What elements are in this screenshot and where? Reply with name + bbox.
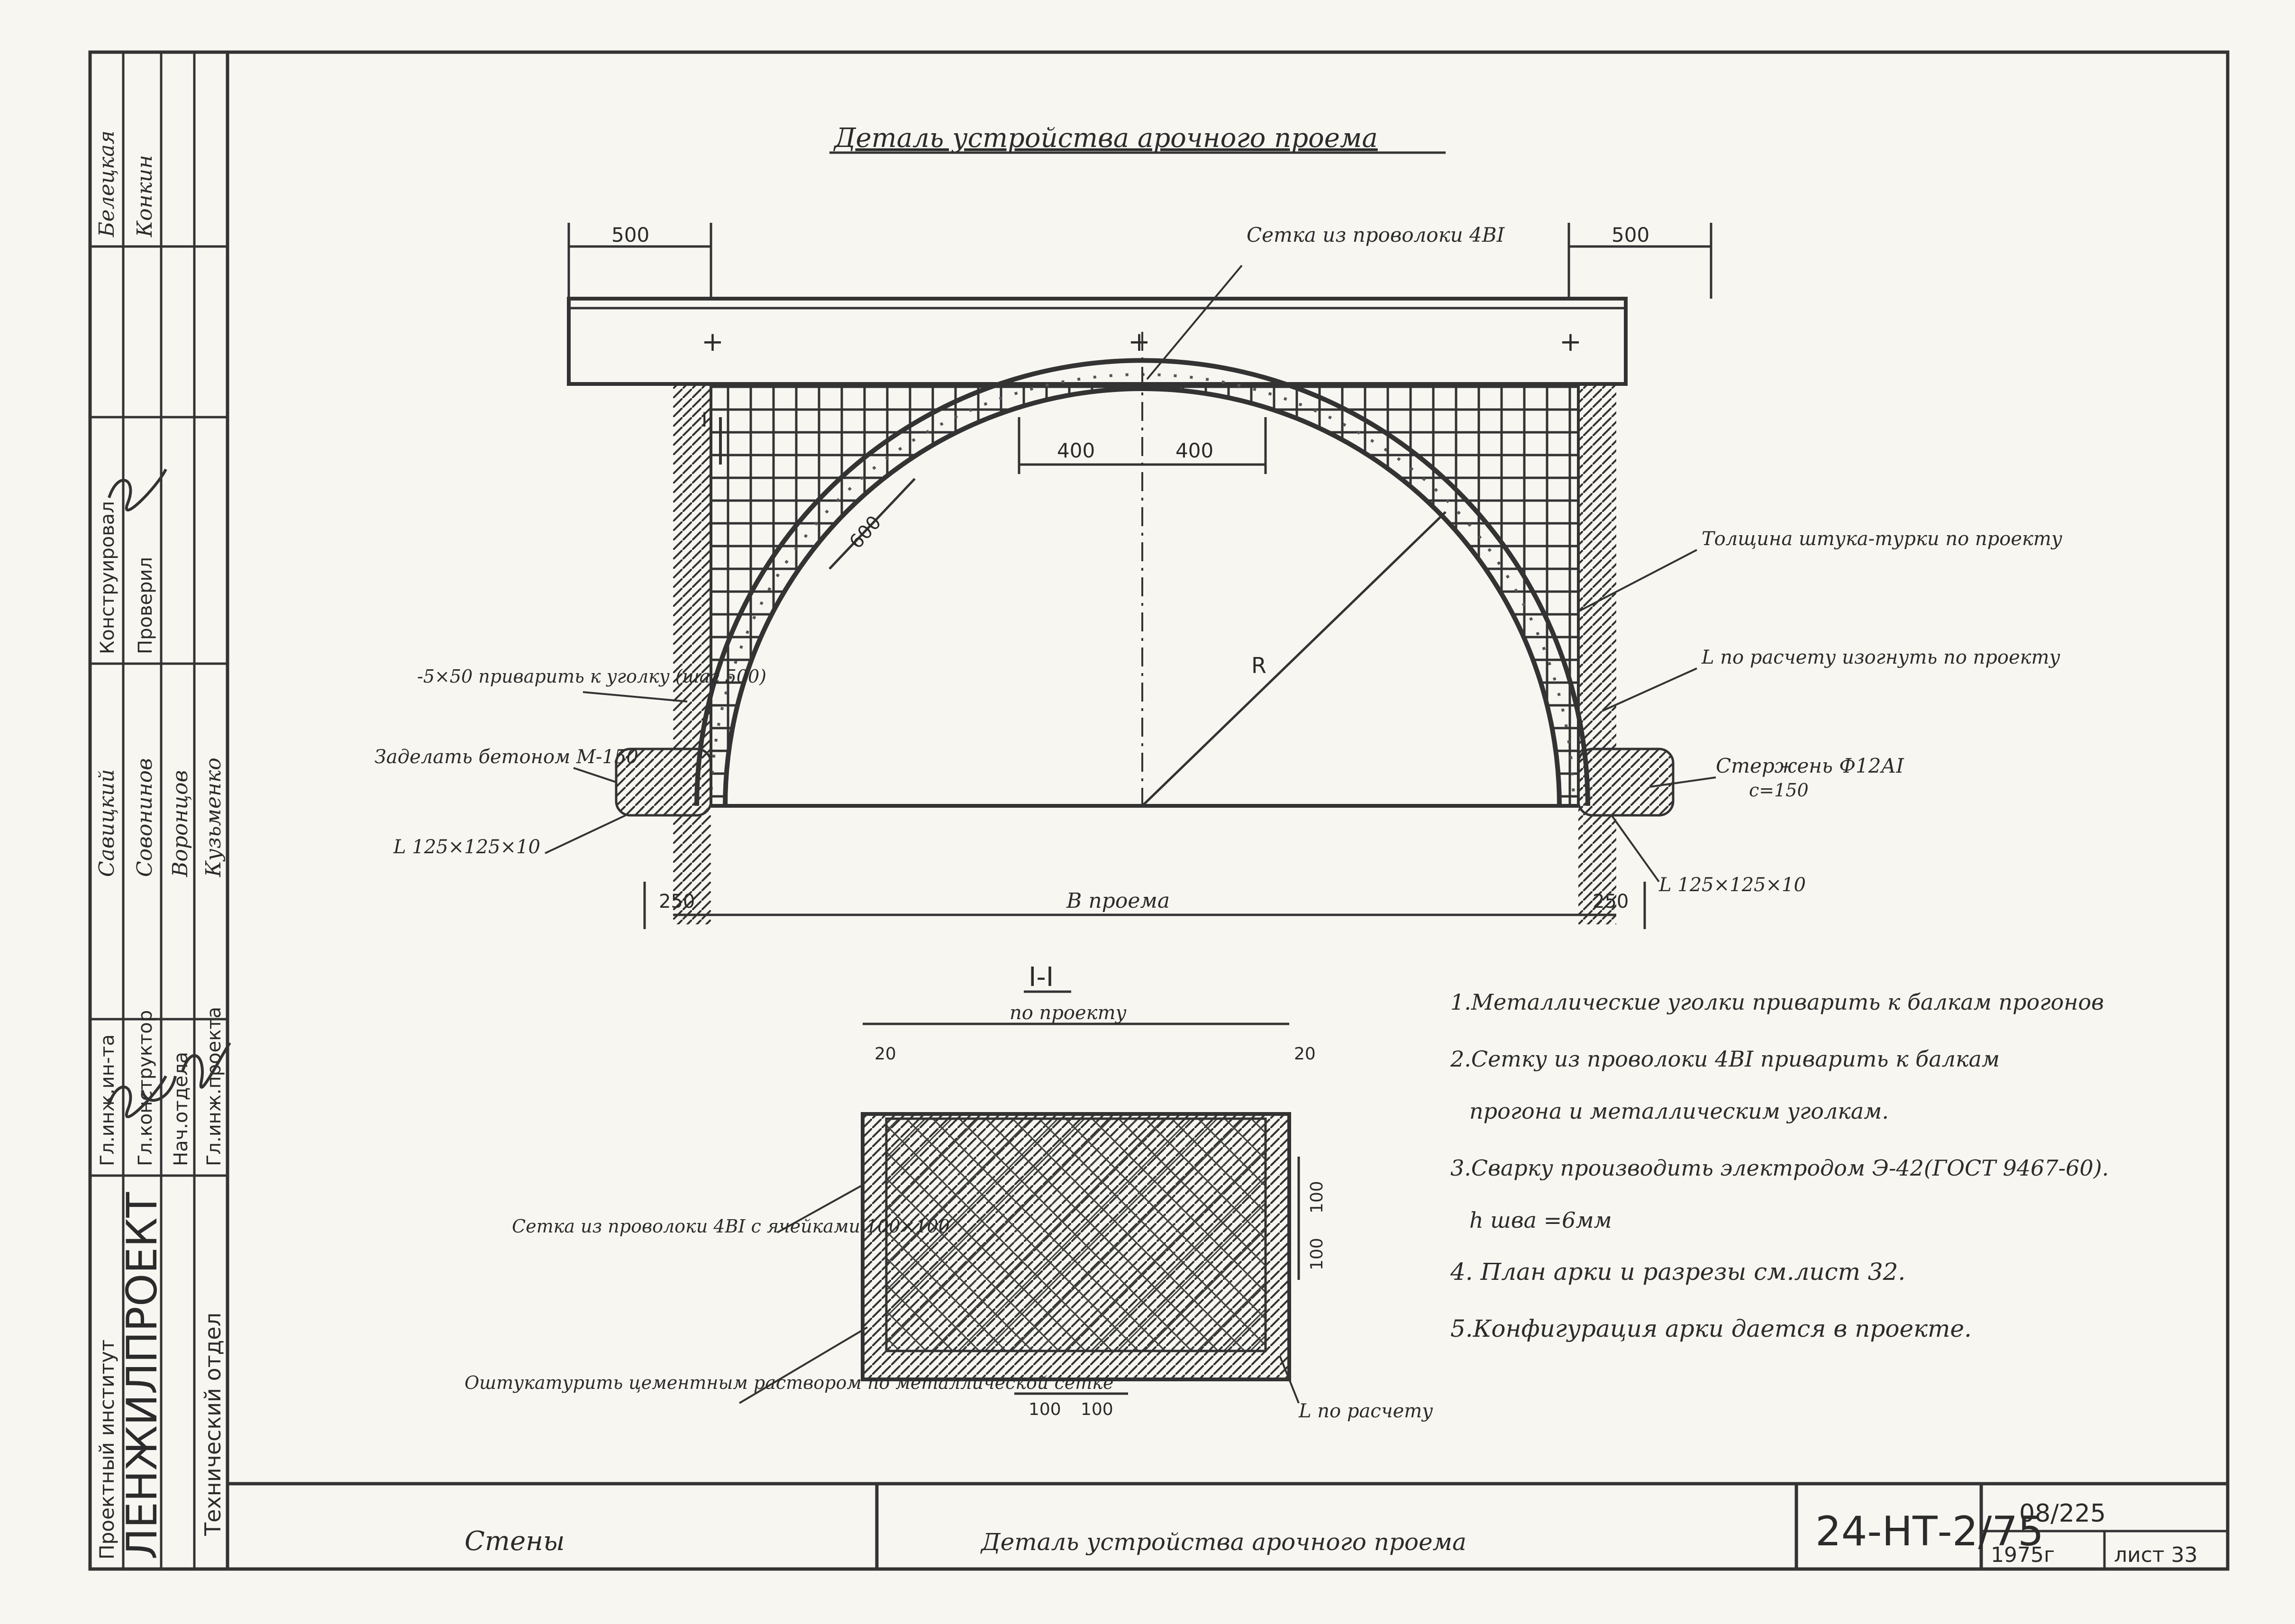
mesh-infill bbox=[710, 383, 1580, 807]
label-strip: -5×50 приварить к уголку (шаг 500) bbox=[417, 666, 766, 687]
signature bbox=[108, 468, 167, 511]
dim-100-d: 100 bbox=[1307, 1238, 1327, 1270]
side-stamp: Проектный институт ЛЕНЖИЛПРОЕКТ Техничес… bbox=[90, 52, 231, 1569]
radius-label: R bbox=[1251, 653, 1266, 678]
role-chief-engineer: Гл.инж.ин-та bbox=[97, 1034, 118, 1166]
role-designed: Конструировал bbox=[97, 501, 118, 654]
section-label-angle: L по расчету bbox=[1298, 1400, 1433, 1422]
svg-text:+: + bbox=[701, 327, 724, 357]
section-mesh bbox=[885, 1117, 1267, 1352]
dim-100-a: 100 bbox=[1029, 1400, 1061, 1419]
label-rod: Стержень Ф12АI bbox=[1716, 754, 1904, 777]
dim-250-right: 250 bbox=[1593, 891, 1629, 912]
title-block-name: Деталь устройства арочного проема bbox=[980, 1528, 1466, 1556]
signature bbox=[108, 1075, 177, 1118]
title-block-code: 24-НТ-2/75 bbox=[1815, 1508, 2044, 1555]
note-6: 4. План арки и разрезы см.лист 32. bbox=[1450, 1258, 1905, 1286]
right-wall bbox=[1578, 384, 1616, 924]
name-3: Воронцов bbox=[168, 770, 192, 877]
note-4: 3.Сварку производить электродом Э-42(ГОС… bbox=[1450, 1155, 2109, 1181]
title-block: Стены Деталь устройства арочного проема … bbox=[228, 1482, 2228, 1569]
svg-text:+: + bbox=[1559, 327, 1582, 357]
notes: 1.Металлические уголки приварить к балка… bbox=[1450, 989, 2109, 1342]
title-block-ref: 08/225 bbox=[2019, 1499, 2106, 1528]
radius-line bbox=[1141, 511, 1447, 807]
note-5: h шва =6мм bbox=[1469, 1207, 1612, 1233]
label-thickness: Толщина штука-турки по проекту bbox=[1702, 528, 2063, 550]
span-label: В проема bbox=[1066, 889, 1170, 913]
signature bbox=[181, 1042, 231, 1089]
note-1: 1.Металлические уголки приварить к балка… bbox=[1450, 989, 2104, 1015]
dim-20-right: 20 bbox=[1294, 1044, 1316, 1064]
name-4: Кузьменко bbox=[201, 757, 226, 877]
label-angle-left: L 125×125×10 bbox=[393, 836, 540, 858]
drawing-title: Деталь устройства арочного проема bbox=[833, 123, 1378, 154]
sheet-frame bbox=[88, 50, 2230, 1571]
left-wall bbox=[673, 384, 711, 924]
note-3: прогона и металлическим уголкам. bbox=[1469, 1098, 1889, 1124]
label-rod-step: с=150 bbox=[1749, 780, 1809, 801]
svg-text:+: + bbox=[1128, 327, 1150, 357]
section-mark: I bbox=[701, 408, 707, 431]
role-project-engineer: Гл.инж.проекта bbox=[203, 1007, 225, 1166]
dim-500-right: 500 bbox=[1612, 223, 1649, 246]
name-5: Белецкая bbox=[95, 130, 119, 237]
institute-line1: Проектный институт bbox=[95, 1340, 118, 1560]
section-title: I-I bbox=[1029, 962, 1054, 993]
dim-250-left: 250 bbox=[659, 891, 695, 912]
department-label: Технический отдел bbox=[200, 1313, 226, 1536]
institute-line2: ЛЕНЖИЛПРОЕКТ bbox=[118, 1192, 166, 1560]
label-concrete: Заделать бетоном М-150 bbox=[374, 746, 638, 768]
label-angle-right: L 125×125×10 bbox=[1658, 874, 1806, 896]
role-chief-designer: Гл.конструктор bbox=[135, 1010, 156, 1166]
role-dept-head: Нач.отдела bbox=[170, 1052, 192, 1166]
dim-20-left: 20 bbox=[874, 1044, 896, 1064]
role-checked: Проверил bbox=[135, 557, 156, 654]
section-label-mesh: Сетка из проволоки 4ВI с ячейками 100×10… bbox=[512, 1216, 950, 1237]
section-label-plaster: Оштукатурить цементным раствором по мета… bbox=[464, 1372, 1113, 1393]
lintel-beam bbox=[567, 297, 1628, 386]
arch-inner bbox=[723, 386, 1562, 806]
name-2: Совонинов bbox=[133, 758, 157, 877]
label-angle-calc: L по расчету изогнуть по проекту bbox=[1701, 647, 2060, 668]
title-block-section: Стены bbox=[464, 1526, 565, 1557]
name-1: Савицкий bbox=[95, 769, 119, 877]
dim-100-c: 100 bbox=[1307, 1181, 1327, 1213]
note-7: 5.Конфигурация арки дается в проекте. bbox=[1450, 1315, 1972, 1342]
dim-500-left: 500 bbox=[611, 223, 649, 246]
arch-detail: + + + 500 500 R 400 400 600 bbox=[374, 223, 2063, 929]
section-subtitle: по проекту bbox=[1010, 1002, 1127, 1024]
dim-400-left: 400 bbox=[1057, 439, 1095, 462]
dim-100-b: 100 bbox=[1081, 1400, 1113, 1419]
label-mesh-top: Сетка из проволоки 4ВI bbox=[1247, 223, 1505, 246]
name-6: Конкин bbox=[133, 155, 157, 237]
section-detail: I-I по проекту 20 20 100 100 100 100 Сет… bbox=[464, 962, 1433, 1422]
title-block-year: 1975г bbox=[1991, 1543, 2055, 1567]
dim-400-right: 400 bbox=[1175, 439, 1213, 462]
title-block-sheet: лист 33 bbox=[2114, 1543, 2198, 1567]
note-2: 2.Сетку из проволоки 4ВI приварить к бал… bbox=[1450, 1046, 2000, 1072]
